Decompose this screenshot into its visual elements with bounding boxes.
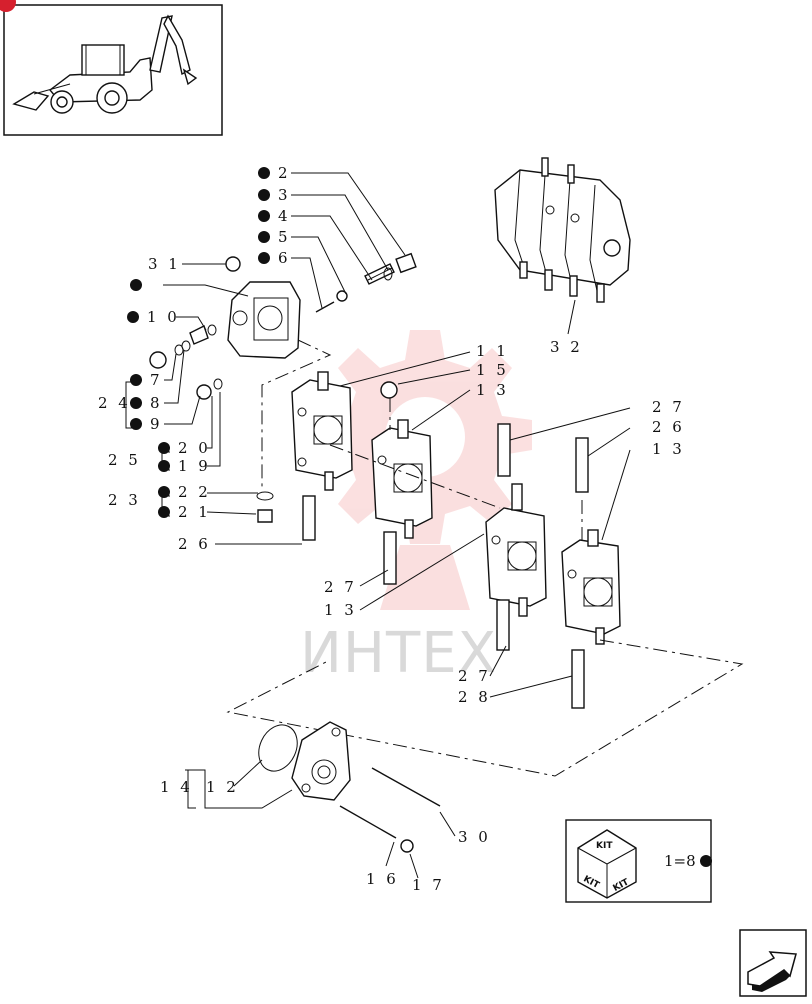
callout-c19: 1 9 <box>178 457 211 475</box>
kit-bullet-cb <box>130 279 142 291</box>
callout-bracket <box>161 495 170 517</box>
assembly-line-a <box>261 339 332 490</box>
callout-bracket <box>125 381 134 429</box>
callout-c15: 1 5 <box>476 361 509 379</box>
callout-c31: 3 1 <box>148 255 181 273</box>
callout-c27c: 2 7 <box>458 667 491 685</box>
callout-c30: 3 0 <box>458 828 491 846</box>
callout-c3: 3 <box>278 186 291 204</box>
kit-bullet-c2 <box>258 167 270 179</box>
kit-bullet-c6 <box>258 252 270 264</box>
relief-valve-parts <box>315 252 417 313</box>
machine-thumbnail <box>0 0 223 136</box>
assembly-line-c <box>226 639 744 777</box>
outlet-cover <box>258 721 441 853</box>
callout-c27b: 2 7 <box>324 578 357 596</box>
callout-c10: 1 0 <box>147 308 180 326</box>
callout-bracket <box>187 769 196 809</box>
callout-c14: 1 4 <box>160 778 193 796</box>
callout-c22: 2 2 <box>178 483 211 501</box>
valve-section-13-a <box>371 419 433 585</box>
kit-bullet-c5 <box>258 231 270 243</box>
valve-section-13-b <box>485 483 547 651</box>
kit-bullet-c22 <box>158 486 170 498</box>
callout-c25: 2 5 <box>108 451 141 469</box>
plug-15 <box>380 381 398 399</box>
seal-kit-parts <box>149 324 274 523</box>
callout-c16: 1 6 <box>366 870 399 888</box>
callout-c26b: 2 6 <box>652 418 685 436</box>
valve-section-11 <box>291 371 353 541</box>
kit-bullet-c4 <box>258 210 270 222</box>
kit-bullet-c7 <box>130 374 142 386</box>
callout-c13b: 1 3 <box>652 440 685 458</box>
kit-label-top: KIT <box>596 841 613 851</box>
callout-c21: 2 1 <box>178 503 211 521</box>
kit-bullet-c10 <box>127 311 139 323</box>
kit-bullet-c3 <box>258 189 270 201</box>
callout-c27a: 2 7 <box>652 398 685 416</box>
kit-bullet-c19 <box>158 460 170 472</box>
callout-c5: 5 <box>278 228 291 246</box>
cartridge-26-upper <box>575 437 589 493</box>
cartridge-27-upper <box>497 423 511 477</box>
kit-bullet-c20 <box>158 442 170 454</box>
callout-c24: 2 4 <box>98 394 131 412</box>
next-page-arrow-icon[interactable] <box>739 929 807 997</box>
valve-section-13-c <box>561 529 621 709</box>
valve-assembly-32 <box>494 157 631 335</box>
callout-c20: 2 0 <box>178 439 211 457</box>
callout-c8: 8 <box>150 394 163 412</box>
callout-c2: 2 <box>278 164 291 182</box>
callout-c9: 9 <box>150 415 163 433</box>
inlet-cover <box>225 256 301 359</box>
callout-c13c: 1 3 <box>324 601 357 619</box>
callout-c11: 1 1 <box>476 342 509 360</box>
kit-legend-text: 1=8 <box>664 852 696 870</box>
watermark-text: ИНТЕХ <box>300 621 497 686</box>
kit-legend-box: KIT KIT KIT 1=8 <box>565 819 712 903</box>
callout-c26a: 2 6 <box>178 535 211 553</box>
kit-legend-bullet <box>700 855 712 867</box>
kit-bullet-c21 <box>158 506 170 518</box>
leader-lines <box>163 172 631 879</box>
callout-c23: 2 3 <box>108 491 141 509</box>
callout-labels: 2 3 4 5 6 3 1 1 0 7 2 4 8 9 2 5 2 01 9 2 3 2 2 2 1 2 6 1 … <box>98 164 685 894</box>
callout-c28: 2 8 <box>458 688 491 706</box>
callout-bracket <box>161 451 170 471</box>
assembly-line-b <box>329 444 501 509</box>
kit-bullet-c8 <box>130 397 142 409</box>
callout-c12: 1 2 <box>206 778 239 796</box>
callout-c17: 1 7 <box>412 876 445 894</box>
callout-c4: 4 <box>278 207 291 225</box>
kit-bullet-c9 <box>130 418 142 430</box>
callout-c7: 7 <box>150 371 163 389</box>
callout-c32: 3 2 <box>550 338 583 356</box>
callout-c13a: 1 3 <box>476 381 509 399</box>
callout-c6: 6 <box>278 249 291 267</box>
